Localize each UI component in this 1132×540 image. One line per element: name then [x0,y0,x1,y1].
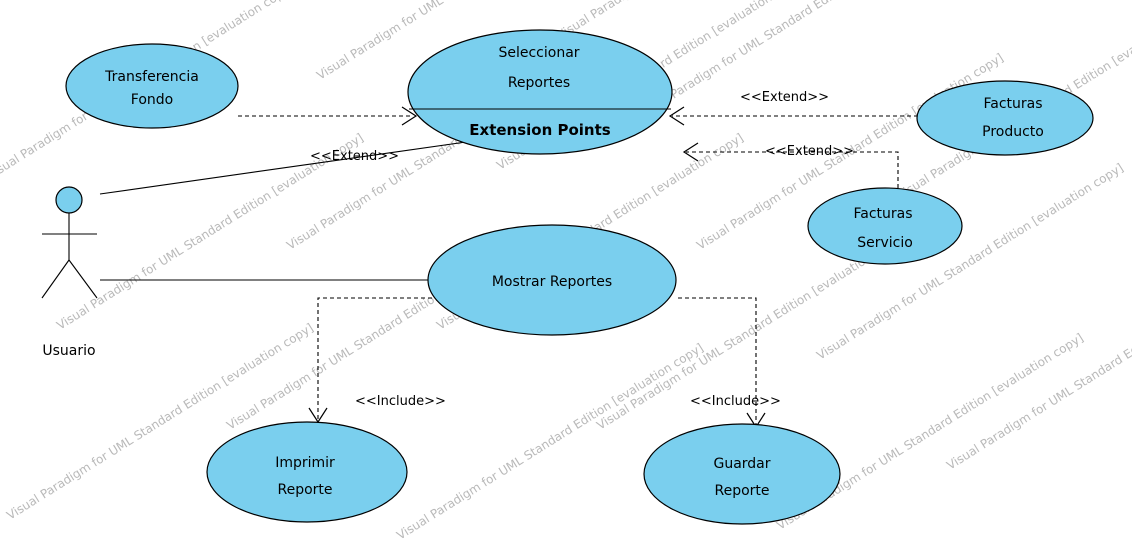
usecase-label: Fondo [131,92,173,108]
arrow-head [682,142,699,162]
actor-head [55,186,83,214]
usecase-guardar-reporte[interactable]: Guardar Reporte [643,423,841,525]
actor-name: Usuario [42,343,95,359]
include-label: <<Include>> [690,394,781,409]
include-label: <<Include>> [355,394,446,409]
usecase-facturas-servicio[interactable]: Facturas Servicio [807,187,963,265]
usecase-mostrar-reportes[interactable]: Mostrar Reportes [427,224,677,336]
usecase-label: Producto [982,124,1044,140]
usecase-seleccionar-reportes[interactable]: Seleccionar Reportes Extension Points [407,29,673,155]
actor-leg [41,259,70,299]
usecase-label: Seleccionar [498,45,579,61]
extension-points-label: Extension Points [469,121,611,139]
connectors [99,106,918,429]
arrow-head [668,106,685,126]
usecase-label: Guardar [713,456,770,472]
usecase-facturas-producto[interactable]: Facturas Producto [916,80,1094,156]
usecase-imprimir-reporte[interactable]: Imprimir Reporte [206,421,408,523]
dependency-line [686,151,899,188]
dependency-line [678,297,757,425]
usecase-transferencia-fondo[interactable]: Transferencia Fondo [65,43,239,129]
usecase-label: Transferencia [104,69,199,85]
actor-leg [68,259,98,299]
usecase-label: Reporte [714,483,769,499]
watermark-text: Visual Paradigm for UML Standard Edition… [394,341,706,540]
extend-label: <<Extend>> [310,149,399,164]
usecase-label: Imprimir [275,455,335,471]
usecase-label: Mostrar Reportes [492,274,612,290]
usecase-label: Reportes [508,75,570,91]
actor-usuario[interactable]: Usuario [41,186,98,359]
usecase-label: Facturas [853,206,912,222]
extend-label: <<Extend>> [765,144,854,159]
dependency-line [317,297,432,420]
extend-label: <<Extend>> [740,90,829,105]
usecase-label: Servicio [857,235,913,251]
usecase-label: Facturas [983,96,1042,112]
usecase-label: Reporte [277,482,332,498]
association-line [99,139,481,195]
arrow-head [401,106,418,126]
